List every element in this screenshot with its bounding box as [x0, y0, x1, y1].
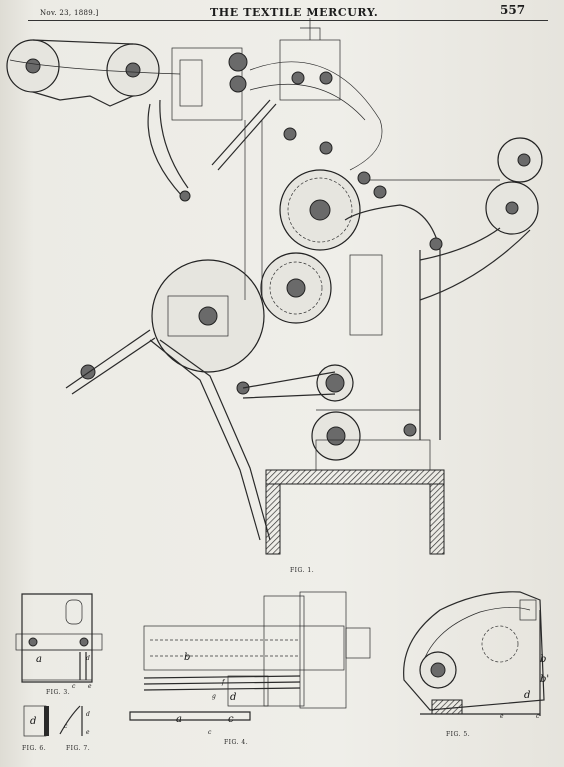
- fig3-label-e: e: [88, 683, 92, 690]
- figure-6-7: d c d e FIG. 6. FIG. 7.: [22, 705, 90, 752]
- fig4-label-f: f: [221, 679, 226, 686]
- figure-4: b a c d f g c FIG. 4.: [129, 591, 371, 746]
- fig7-caption: FIG. 7.: [66, 745, 90, 752]
- fig5-caption: FIG. 5.: [446, 731, 470, 738]
- fig4-label-d: d: [230, 692, 236, 703]
- fig1-caption: FIG. 1.: [290, 567, 314, 574]
- header-rule: [28, 20, 548, 21]
- fig3-label-a: a: [36, 654, 42, 665]
- fig7-label-d: d: [86, 711, 90, 718]
- fig5-label-c: c: [536, 713, 540, 720]
- fig5-label-e: e: [500, 713, 504, 720]
- fig5-label-b: b: [540, 654, 546, 665]
- page-header: Nov. 23, 1889.] THE TEXTILE MERCURY. 557: [0, 0, 564, 22]
- figure-3: a d c e FIG. 3.: [15, 593, 103, 696]
- fig3-label-c: c: [72, 683, 76, 690]
- figure-5: b b' d e c FIG. 5.: [403, 591, 549, 738]
- fig6-caption: FIG. 6.: [22, 745, 46, 752]
- issue-date: Nov. 23, 1889.]: [40, 9, 99, 17]
- fig4-label-c: c: [228, 714, 234, 725]
- fig5-label-b-prime: b': [540, 674, 549, 685]
- fig7-label-e: e: [86, 729, 90, 736]
- fig4-label-a: a: [176, 714, 182, 725]
- publication-title: THE TEXTILE MERCURY.: [210, 6, 379, 19]
- fig4-label-b: b: [184, 652, 190, 663]
- fig3-label-d: d: [86, 655, 90, 662]
- fig5-label-d: d: [524, 690, 530, 701]
- fig6-label-d: d: [30, 716, 36, 727]
- fig4-label-c2: c: [208, 729, 212, 736]
- fig4-label-g: g: [212, 693, 216, 700]
- page-number: 557: [500, 3, 526, 17]
- fig4-caption: FIG. 4.: [224, 739, 248, 746]
- figure-1-machine: FIG. 1.: [6, 18, 543, 574]
- fig3-caption: FIG. 3.: [46, 689, 70, 696]
- fig7-label-c: c: [64, 723, 68, 730]
